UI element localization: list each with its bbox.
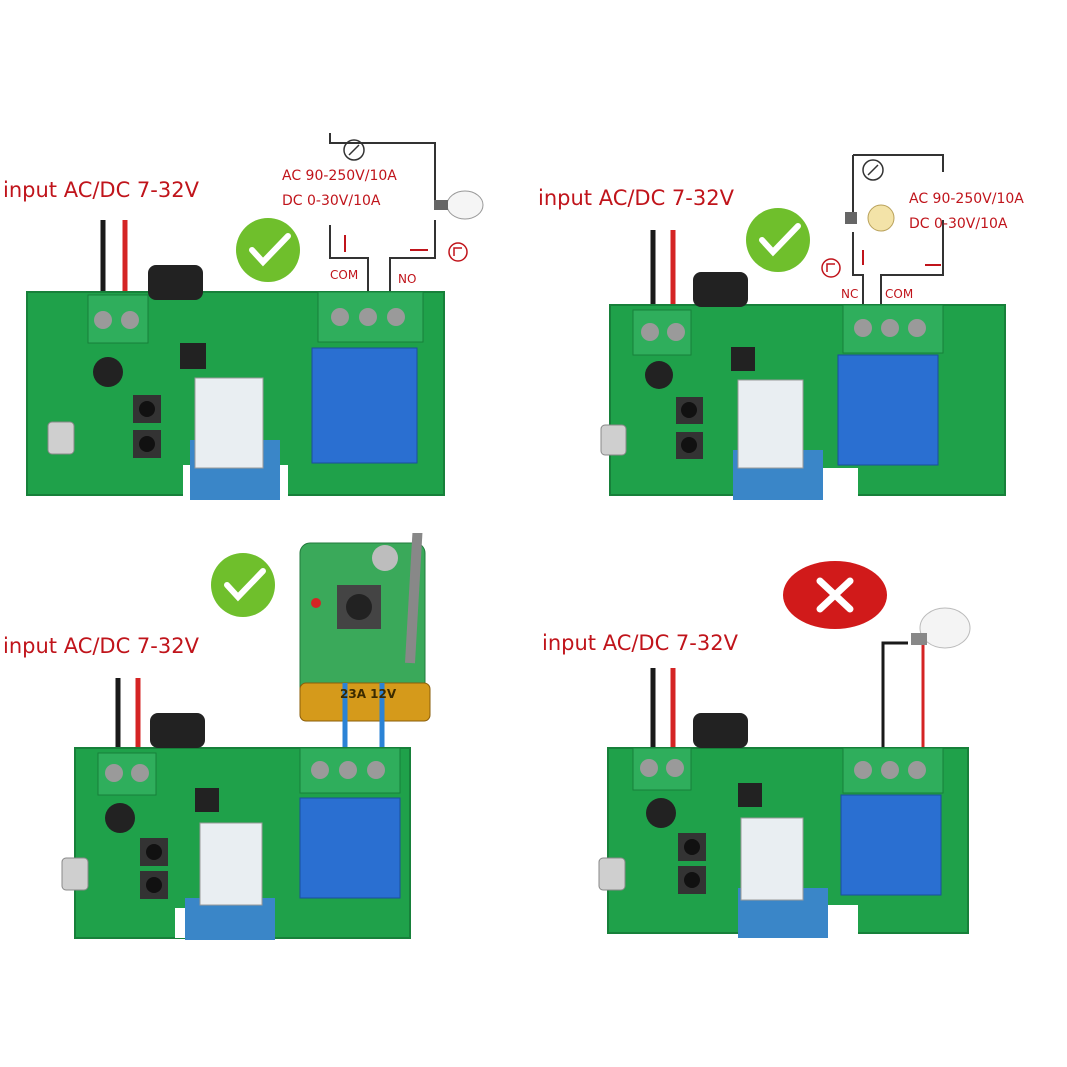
panel-top-left: input AC/DC 7-32V AC 90-250V/10A DC 0-30… [0,0,533,533]
terminal-com-label: COM [330,268,359,282]
terminal-com-label: COM [885,287,914,301]
cross-badge-icon [783,561,887,629]
check-badge-icon [236,218,300,282]
relay-board-bottom-right [598,713,969,938]
antenna-icon [693,272,748,307]
usb-port-icon [600,424,627,456]
panel-bottom-right: input AC/DC 7-32V [533,533,1066,1066]
panel-top-right: input AC/DC 7-32V AC 90-250V/10A DC 0-30… [533,0,1066,533]
relay-board-bottom-left [61,713,411,940]
wiring-diagram-top-left [26,133,484,500]
terminal-nc-label: NC [841,287,859,301]
input-voltage-label: input AC/DC 7-32V [538,186,734,210]
bulb-icon [911,607,971,649]
bulb-icon [434,190,484,220]
neutral-symbol-icon [343,139,365,161]
input-voltage-label: input AC/DC 7-32V [3,634,199,658]
remote-transmitter [299,533,431,722]
load-spec-ac: AC 90-250V/10A [909,191,1024,207]
check-badge-icon [746,208,810,272]
bulb-icon [845,204,895,232]
wiring-diagram-bottom-left [61,533,431,940]
antenna-icon [693,713,748,748]
usb-port-icon [61,857,89,891]
terminal-no-label: NO [398,272,417,286]
phase-symbol-icon [448,242,468,262]
antenna-icon [148,265,203,300]
input-voltage-label: input AC/DC 7-32V [3,178,199,202]
phase-symbol-icon [821,258,841,278]
load-spec-dc: DC 0-30V/10A [909,216,1008,232]
antenna-icon [150,713,205,748]
usb-port-icon [598,857,626,891]
load-spec-dc: DC 0-30V/10A [282,193,381,209]
usb-port-icon [47,421,75,455]
neutral-symbol-icon [862,159,884,181]
wiring-diagram-bottom-right [598,561,971,938]
check-badge-icon [211,553,275,617]
relay-board-top-left [26,265,445,500]
wiring-diagram-top-right [600,154,1006,500]
input-voltage-label: input AC/DC 7-32V [542,631,738,655]
battery-label: 23A 12V [340,687,397,701]
load-spec-ac: AC 90-250V/10A [282,168,397,184]
panel-bottom-left: input AC/DC 7-32V 23A 12V [0,533,533,1066]
relay-board-top-right [600,272,1006,500]
